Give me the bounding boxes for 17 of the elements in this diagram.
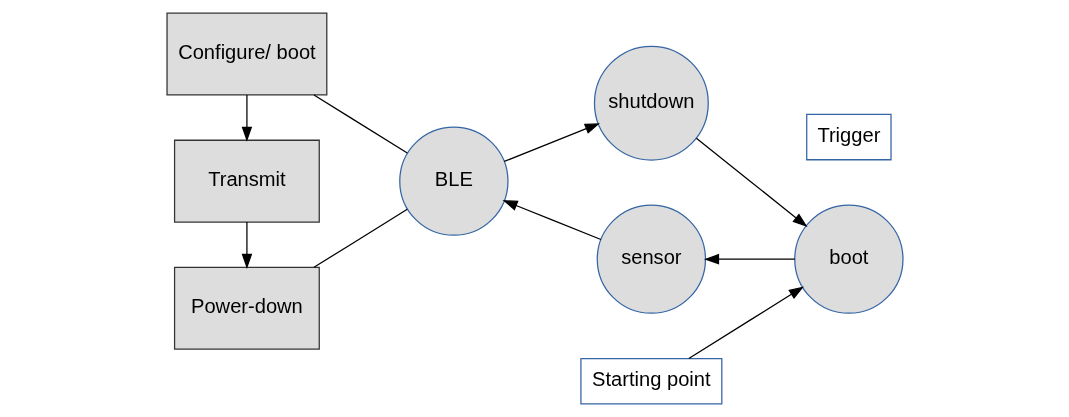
node-box: Configure/ boot — [165, 12, 327, 96]
arrow — [695, 137, 807, 228]
connector — [312, 208, 408, 268]
arrow — [703, 253, 795, 265]
connector — [312, 94, 408, 154]
node-box: Transmit — [173, 139, 320, 223]
node-circle: sensor — [596, 204, 706, 314]
node-box: Starting point — [579, 357, 722, 405]
node-box: Trigger — [805, 113, 892, 161]
node-box: Power-down — [173, 266, 320, 350]
arrow — [241, 94, 252, 142]
arrow — [687, 286, 804, 360]
node-circle: BLE — [398, 126, 509, 236]
arrow — [503, 123, 600, 163]
arrow — [502, 200, 602, 241]
arrow — [241, 221, 252, 269]
node-circle: shutdown — [593, 45, 709, 161]
